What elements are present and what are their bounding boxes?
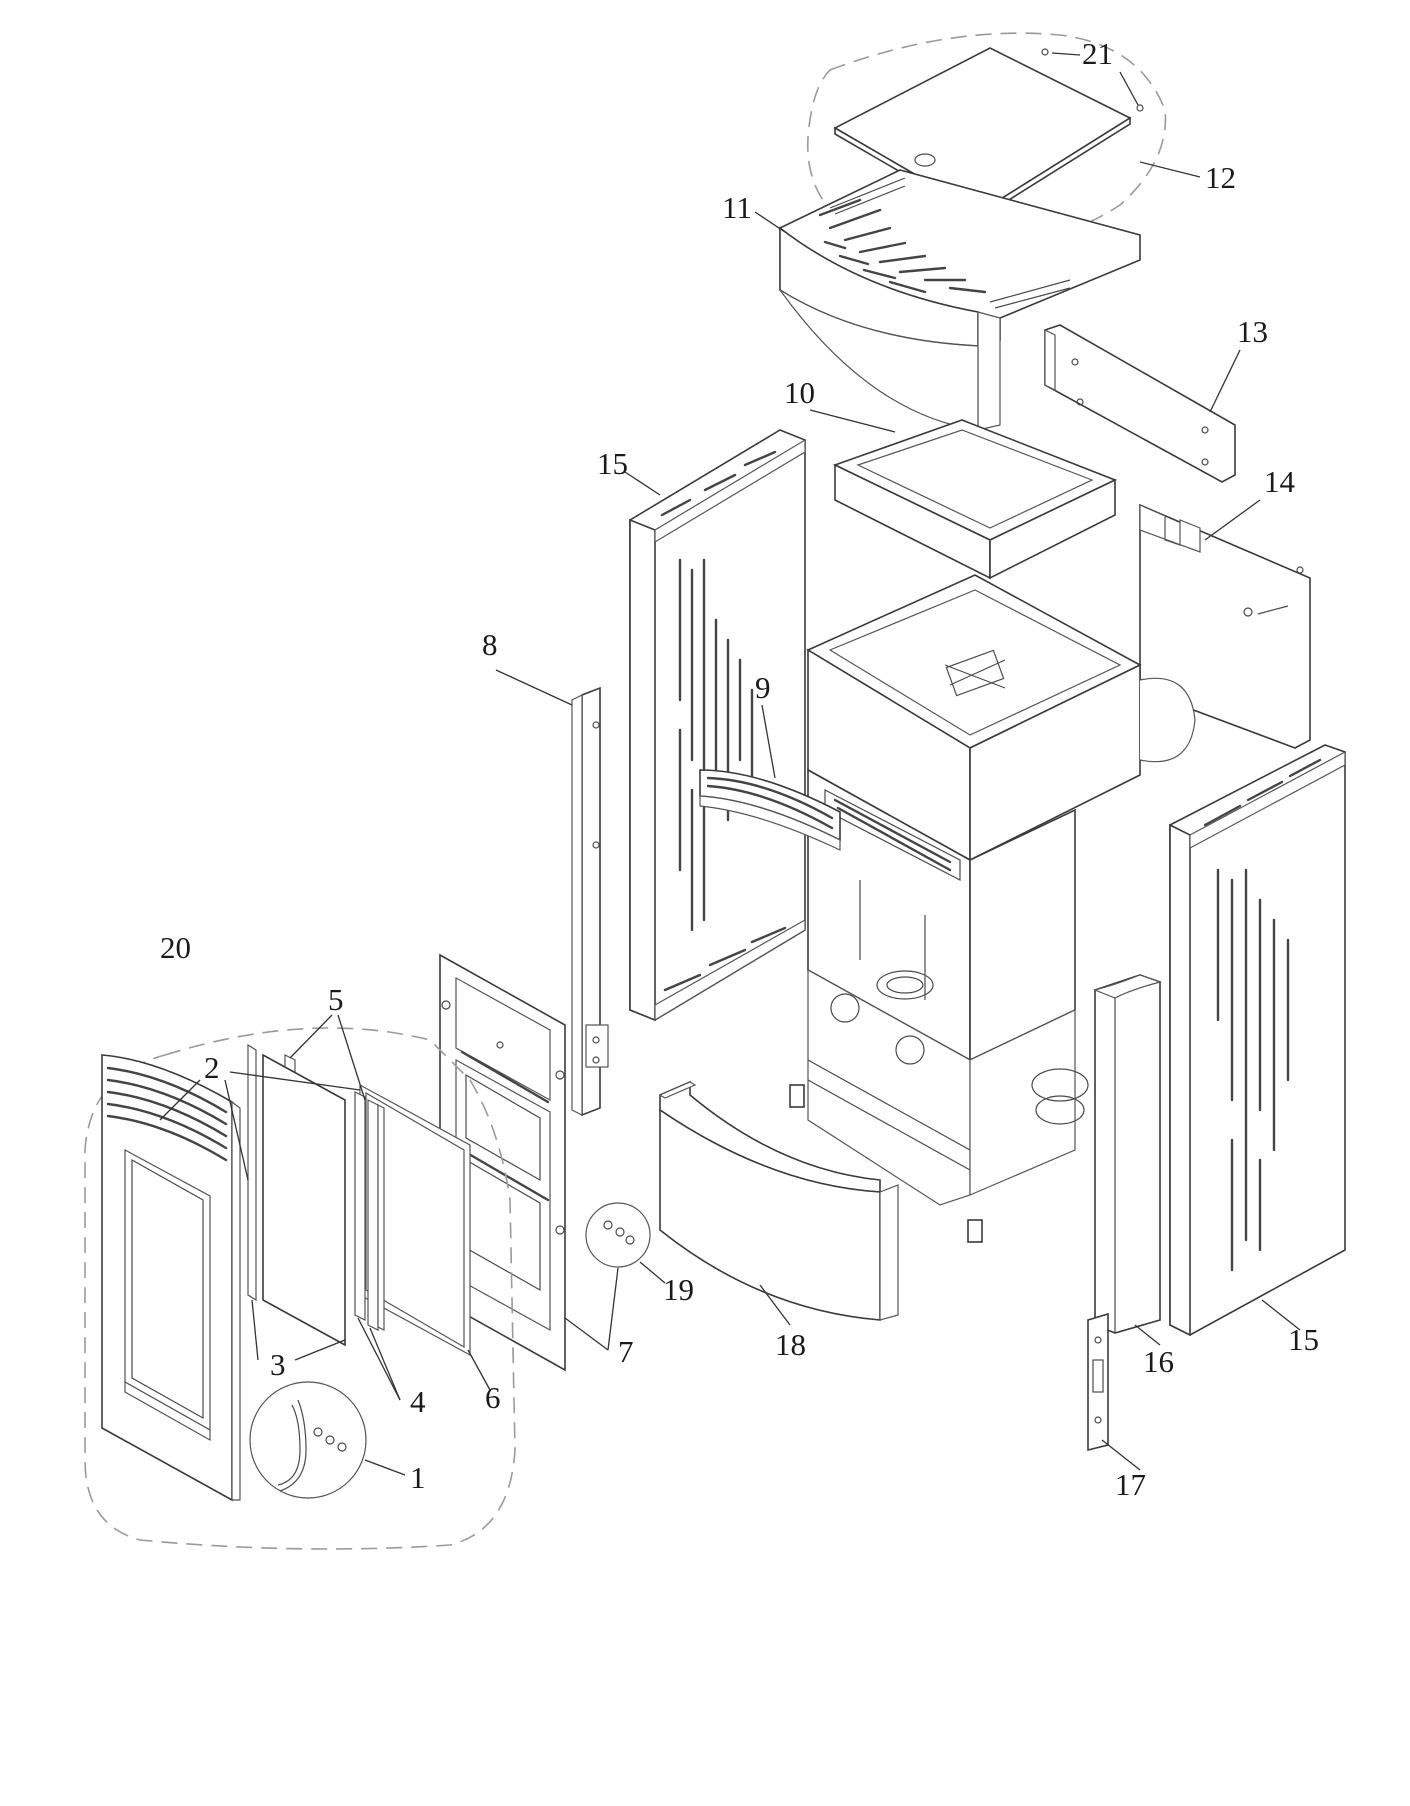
callout-11: 11 [722,190,752,225]
part-16-front-pillar [1093,974,1163,1334]
part-6-door-gasket [359,1083,471,1357]
part-4-5-glass-clips [284,1054,385,1331]
part-15-left-side-panel [629,429,806,1022]
part-9-grille-bar [699,769,841,851]
main-stove-body [789,574,1196,1243]
part-15-right-side-panel [1169,744,1346,1337]
callout-3: 3 [270,1347,286,1382]
callout-7: 7 [618,1334,634,1369]
part-18-lower-cover [658,1080,899,1321]
callout-4: 4 [410,1384,426,1419]
callout-18: 18 [775,1327,806,1362]
part-8-hinge-bar [571,686,609,1117]
group-outline-20 [84,1027,516,1550]
callout-13: 13 [1237,314,1268,349]
callout-20: 20 [160,930,191,965]
part-13-rear-bracket [1044,324,1236,483]
part-14-back-panel [1139,503,1311,749]
callout-10: 10 [784,375,815,410]
part-3-door-glass [247,1043,346,1347]
callout-16: 16 [1143,1344,1174,1379]
callout-19: 19 [663,1272,694,1307]
callout-8: 8 [482,627,498,662]
part-11-top-cover [779,169,1141,431]
part-1-door-handle [249,1381,367,1499]
callout-12: 12 [1205,160,1236,195]
callout-5: 5 [328,982,344,1017]
callout-6: 6 [485,1380,501,1415]
callout-14: 14 [1264,464,1296,499]
callout-15-right: 15 [1288,1322,1319,1357]
leader-lines [159,52,1301,1476]
part-10-inner-tray [832,419,1118,580]
part-19-fasteners [585,1202,651,1268]
callout-21: 21 [1082,36,1113,71]
part-2-front-door [101,1054,241,1502]
callout-2: 2 [204,1050,220,1085]
callout-15-left: 15 [597,446,628,481]
callout-9: 9 [755,670,771,705]
part-17-hinge-plate [1087,1312,1109,1452]
callout-17: 17 [1115,1467,1146,1502]
callout-1: 1 [410,1460,426,1495]
